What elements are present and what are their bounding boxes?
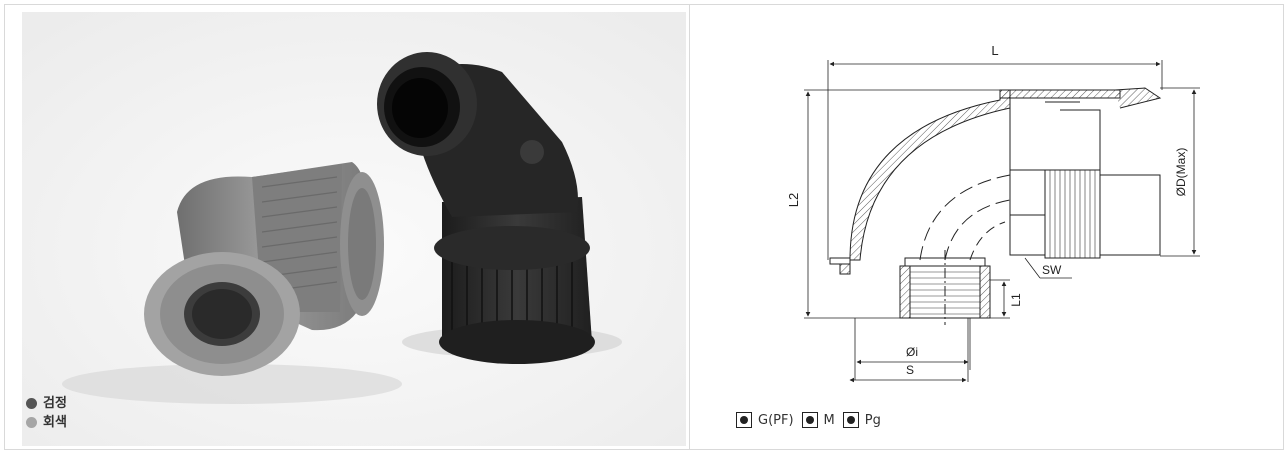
legend-item-black: 검정 — [26, 394, 67, 413]
gray-swatch-icon — [26, 417, 37, 428]
black-elbow-fitting — [377, 52, 595, 364]
legend-item-gray: 회색 — [26, 413, 67, 432]
gray-elbow-fitting — [144, 162, 384, 376]
dim-inner-diameter-label: Øi — [906, 345, 918, 359]
panel-divider — [689, 4, 690, 450]
dim-L1-label: L1 — [1009, 293, 1023, 307]
thread-type-m: M — [801, 412, 835, 428]
content-frame — [4, 4, 1284, 450]
dim-L-label: L — [991, 43, 998, 58]
thread-type-label: M — [823, 412, 835, 428]
black-swatch-icon — [26, 398, 37, 409]
checked-bullet-icon — [842, 412, 859, 428]
checked-bullet-icon — [736, 412, 752, 428]
elbow-cross-section: L L2 ØD(Max) SW L1 Øi S — [786, 43, 1200, 383]
thread-type-list: G(PF) M Pg — [736, 412, 889, 428]
thread-type-pg: Pg — [842, 412, 881, 428]
product-illustration — [22, 12, 686, 446]
dim-S-label: S — [906, 363, 914, 377]
thread-type-gpf: G(PF) — [736, 412, 794, 428]
checked-bullet-icon — [801, 412, 818, 428]
thread-type-label: Pg — [864, 412, 881, 428]
product-photo — [22, 12, 686, 446]
dim-L2-label: L2 — [786, 193, 801, 207]
legend-label: 검정 — [43, 396, 67, 411]
thread-type-label: G(PF) — [758, 412, 794, 428]
dim-diameter-label: ØD(Max) — [1174, 148, 1188, 197]
legend-label: 회색 — [43, 415, 67, 430]
dim-SW-label: SW — [1042, 263, 1062, 277]
color-legend: 검정 회색 — [26, 394, 67, 432]
technical-drawing: L L2 ØD(Max) SW L1 Øi S — [700, 10, 1280, 400]
